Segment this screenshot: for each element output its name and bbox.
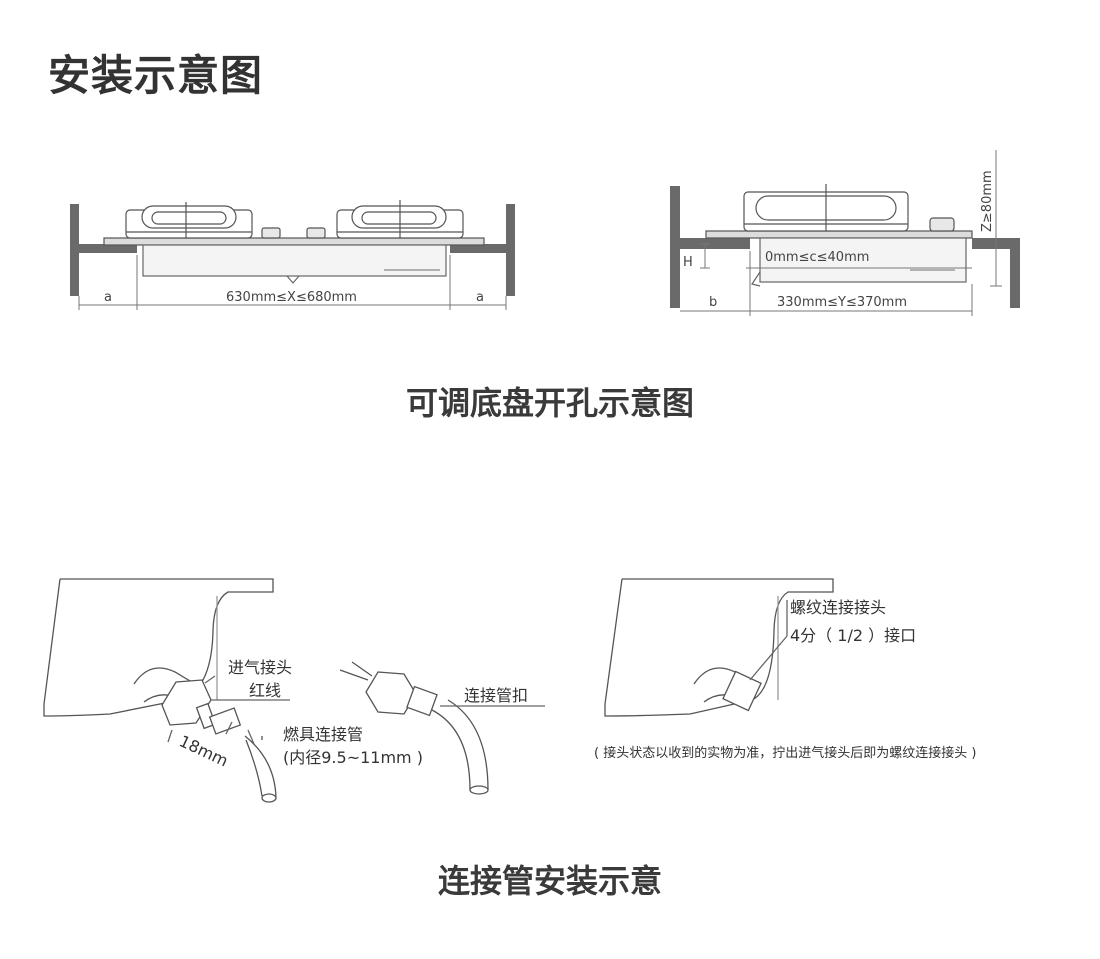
countertop-right — [450, 244, 506, 253]
dim-a-right: a — [476, 290, 484, 305]
left-cutout-diagram — [70, 200, 515, 310]
label-inlet-joint: 进气接头 — [228, 658, 292, 677]
right-cabinet-wall — [506, 204, 515, 296]
connector-diagram-right — [604, 578, 834, 717]
label-hose-spec: (内径9.5~11mm ) — [283, 748, 423, 767]
burner-right — [336, 200, 464, 239]
hob-body — [142, 244, 447, 277]
side-countertop-left — [680, 238, 750, 249]
side-cabinet-wall-left — [670, 186, 680, 308]
dim-a-left: a — [104, 290, 112, 305]
knob-2 — [306, 227, 326, 239]
cutout-diagram-caption: 可调底盘开孔示意图 — [405, 384, 694, 422]
clamp-nut — [365, 671, 417, 715]
thread-joint-cap — [722, 670, 762, 712]
left-dimension-lines — [78, 255, 507, 310]
clamp-sleeve — [406, 685, 438, 717]
label-clamp: 连接管扣 — [464, 686, 528, 705]
connector-diagram-caption: 连接管安装示意 — [437, 862, 662, 900]
right-cutout-diagram — [670, 150, 1020, 316]
dim-b: b — [709, 295, 717, 310]
countertop-left — [79, 244, 137, 253]
side-hob-body — [759, 237, 967, 283]
joint-state-note: ( 接头状态以收到的实物为准，拧出进气接头后即为螺纹连接接头 ) — [594, 745, 976, 761]
dim-c-range: 0mm≤c≤40mm — [765, 250, 869, 265]
side-glass-panel — [705, 230, 973, 239]
side-knob — [929, 217, 955, 232]
gas-hose-left — [244, 735, 277, 799]
side-cabinet-wall-right — [1010, 238, 1020, 308]
label-thread-spec: 4分（ 1/2 ）接口 — [790, 626, 916, 645]
hob-housing-right — [604, 578, 834, 717]
connector-diagram-left — [43, 578, 545, 803]
burner-left — [125, 202, 253, 239]
label-hose: 燃具连接管 — [283, 725, 363, 744]
label-thread-joint: 螺纹连接接头 — [790, 598, 886, 617]
red-line-ring — [195, 702, 217, 730]
knob-1 — [261, 227, 281, 239]
gas-hose-right — [431, 699, 489, 791]
left-cabinet-wall — [70, 204, 79, 296]
label-length-18mm: 18mm — [176, 731, 231, 770]
dim-y-range: 330mm≤Y≤370mm — [777, 295, 907, 310]
label-red-line: 红线 — [249, 681, 281, 700]
dim-x-range: 630mm≤X≤680mm — [226, 290, 357, 305]
dim-z: Z≥80mm — [980, 170, 995, 232]
glass-panel — [103, 237, 485, 246]
right-dimension-lines — [680, 150, 1002, 316]
page-title: 安装示意图 — [48, 51, 264, 100]
side-burner — [743, 184, 909, 232]
inlet-nozzle — [208, 707, 242, 735]
dim-h: H — [683, 255, 693, 270]
